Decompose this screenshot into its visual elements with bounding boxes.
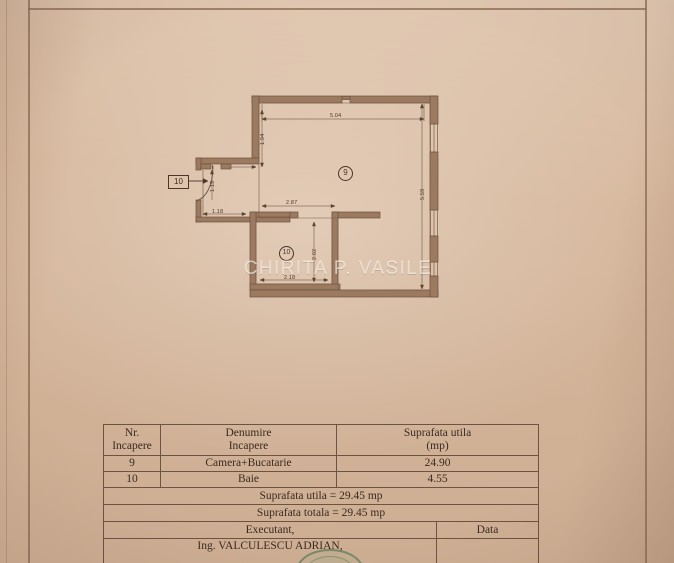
header-denumire-line2: Incapere (228, 440, 269, 452)
dimension-room-10-width-2-18: 2.18 (284, 275, 296, 281)
header-denumire-incapere: Denumire Incapere (160, 424, 337, 456)
footer-executant-label: Executant, (103, 521, 437, 539)
total-suprafata-totala: Suprafata totala = 29.45 mp (102, 504, 540, 522)
room-schedule-table: Nr. Incapere Denumire Incapere Suprafata… (102, 424, 540, 563)
table-footer-header-row: Executant, Data (103, 521, 540, 539)
footer-data-value (435, 538, 540, 563)
table-total-row: Suprafata utila = 29.45 mp (102, 487, 540, 505)
table-signature-row: Ing. VALCULESCU ADRIAN, (103, 538, 540, 563)
header-nr-line2: Incapere (112, 440, 152, 452)
footer-data-label: Data (435, 521, 540, 539)
header-suprafata-line2: (mp) (426, 440, 449, 452)
total-suprafata-utila: Suprafata utila = 29.45 mp (102, 487, 540, 505)
page-frame-left-outer (6, 0, 7, 563)
dimension-room-10-height-2-02: 2.02 (312, 248, 318, 260)
dimension-top-5-04: 5.04 (330, 113, 342, 119)
dimension-right-5-59: 5.59 (420, 188, 426, 200)
table-total-row: Suprafata totala = 29.45 mp (102, 504, 540, 522)
watermark-text: CHIRITA P. VASILE (243, 258, 433, 279)
dimension-entry-1-18: 1.18 (212, 209, 224, 215)
room-number-10: 10 (279, 246, 294, 261)
table-header-row: Nr. Incapere Denumire Incapere Suprafata… (103, 424, 540, 456)
cell-nr-1: 10 (103, 471, 161, 488)
page-frame-right (645, 0, 647, 563)
header-suprafata-utila: Suprafata utila (mp) (335, 424, 540, 456)
page-frame-left (28, 0, 30, 563)
dimension-entry-door-1-15: 1.15 (210, 180, 216, 192)
dimension-left-1-94: 1.94 (260, 133, 266, 145)
cell-denumire-0: Camera+Bucatarie (160, 455, 337, 472)
header-suprafata-line1: Suprafata utila (403, 427, 472, 440)
room-number-9: 9 (338, 166, 353, 181)
header-nr-line1: Nr. (124, 427, 140, 440)
footer-signer-name: Ing. VALCULESCU ADRIAN, (103, 538, 437, 563)
header-nr-incapere: Nr. Incapere (103, 424, 161, 456)
cell-suprafata-0: 24.90 (335, 455, 540, 472)
cell-nr-0: 9 (103, 455, 161, 472)
page-frame-top (28, 8, 646, 10)
header-denumire-line1: Denumire (225, 427, 272, 440)
entry-room-tag-10: 10 (168, 175, 189, 189)
cell-denumire-1: Baie (160, 471, 337, 488)
dimension-mid-2-87: 2.87 (286, 200, 298, 206)
cell-suprafata-1: 4.55 (335, 471, 540, 488)
table-row: 10 Baie 4.55 (103, 471, 540, 488)
table-row: 9 Camera+Bucatarie 24.90 (103, 455, 540, 472)
